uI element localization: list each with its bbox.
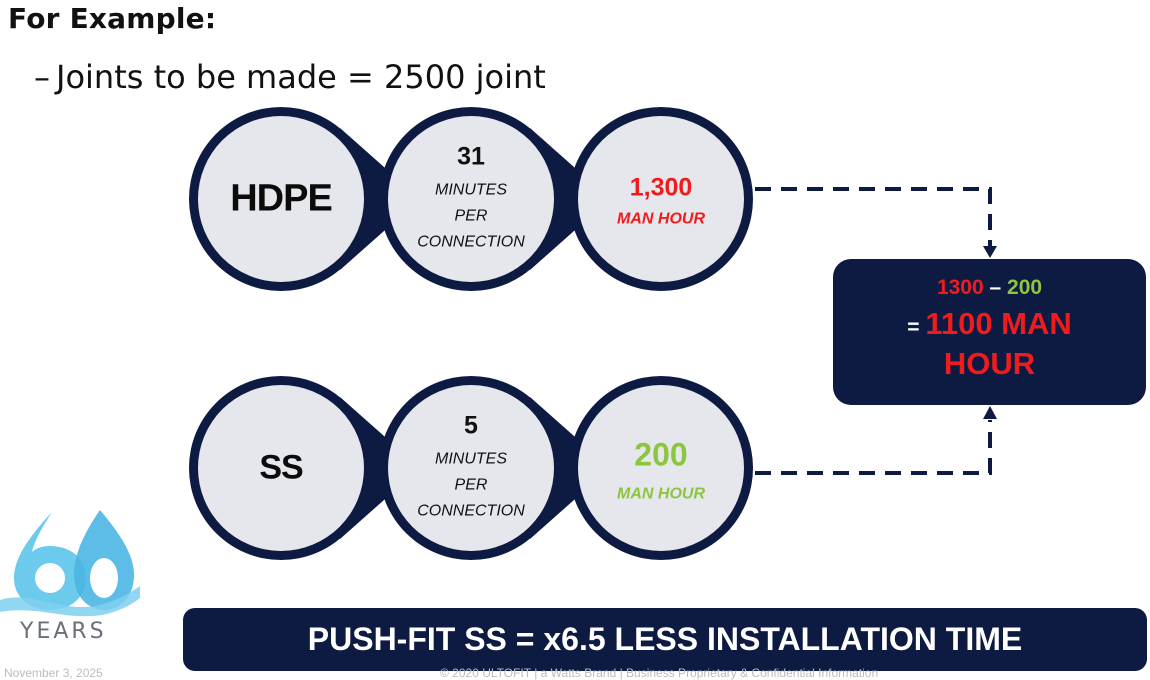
calc-hdpe-value: 1300: [936, 276, 984, 299]
result-equals: =: [907, 316, 926, 339]
ss-connector-line: [755, 420, 992, 475]
calc-operator: –: [983, 276, 1008, 299]
footer-copyright: © 2020 ULTOFIT | a Watts Brand | Busines…: [440, 666, 879, 680]
result-value: 1100 MAN: [925, 306, 1072, 341]
bullet-text: Joints to be made = 2500 joint: [56, 58, 546, 96]
ss-minutes-line3: CONNECTION: [417, 502, 525, 520]
down-arrowhead-icon: [983, 246, 997, 258]
ss-manhour-value: 200: [634, 436, 688, 473]
up-arrowhead-icon: [983, 406, 997, 419]
summary-banner: PUSH-FIT SS = x6.5 LESS INSTALLATION TIM…: [183, 608, 1147, 671]
hdpe-manhour-unit: MAN HOUR: [617, 210, 705, 228]
bullet-dash: –: [34, 58, 50, 96]
ss-label: SS: [259, 448, 303, 487]
hdpe-row: [189, 107, 753, 291]
hdpe-label-circle: [198, 116, 364, 282]
calculation-line: 1300 – 200: [833, 276, 1146, 300]
calc-ss-value: 200: [1007, 276, 1043, 299]
logo-years-text: YEARS: [20, 619, 107, 644]
result-box: 1300 – 200 = 1100 MAN HOUR: [833, 259, 1146, 405]
page-heading: For Example:: [8, 2, 217, 35]
ss-minutes-line1: MINUTES: [435, 450, 507, 468]
footer-date: November 3, 2025: [4, 666, 103, 680]
ss-minutes-value: 5: [464, 411, 478, 440]
dashed-connectors: [755, 187, 992, 475]
result-line-1: = 1100 MAN: [833, 306, 1146, 346]
hdpe-minutes-line2: PER: [454, 207, 488, 225]
ss-manhour-group: 200 MAN HOUR: [617, 437, 705, 504]
result-line-2: HOUR: [943, 346, 1036, 381]
ss-minutes-group: 5 MINUTES PER CONNECTION: [417, 412, 525, 525]
logo-wave: [0, 586, 140, 617]
hdpe-manhour-value: 1,300: [629, 173, 693, 202]
hdpe-minutes-value: 31: [457, 142, 485, 171]
hdpe-connector-line: [755, 187, 992, 246]
hdpe-minutes-circle: [388, 116, 554, 282]
hdpe-label: HDPE: [230, 177, 333, 220]
ss-minutes-line2: PER: [454, 476, 488, 494]
ss-manhour-circle: [578, 385, 744, 551]
hdpe-minutes-line1: MINUTES: [435, 181, 507, 199]
sixty-years-logo: [0, 510, 140, 617]
logo-six-drop: [14, 512, 86, 610]
joints-bullet: –Joints to be made = 2500 joint: [34, 58, 546, 96]
ss-minutes-circle: [388, 385, 554, 551]
hdpe-minutes-line3: CONNECTION: [417, 233, 525, 251]
ss-label-circle: [198, 385, 364, 551]
ss-row: [189, 376, 753, 560]
ss-manhour-unit: MAN HOUR: [617, 485, 705, 503]
hdpe-manhour-group: 1,300 MAN HOUR: [617, 174, 705, 229]
hdpe-minutes-group: 31 MINUTES PER CONNECTION: [417, 143, 525, 256]
hdpe-manhour-circle: [578, 116, 744, 282]
